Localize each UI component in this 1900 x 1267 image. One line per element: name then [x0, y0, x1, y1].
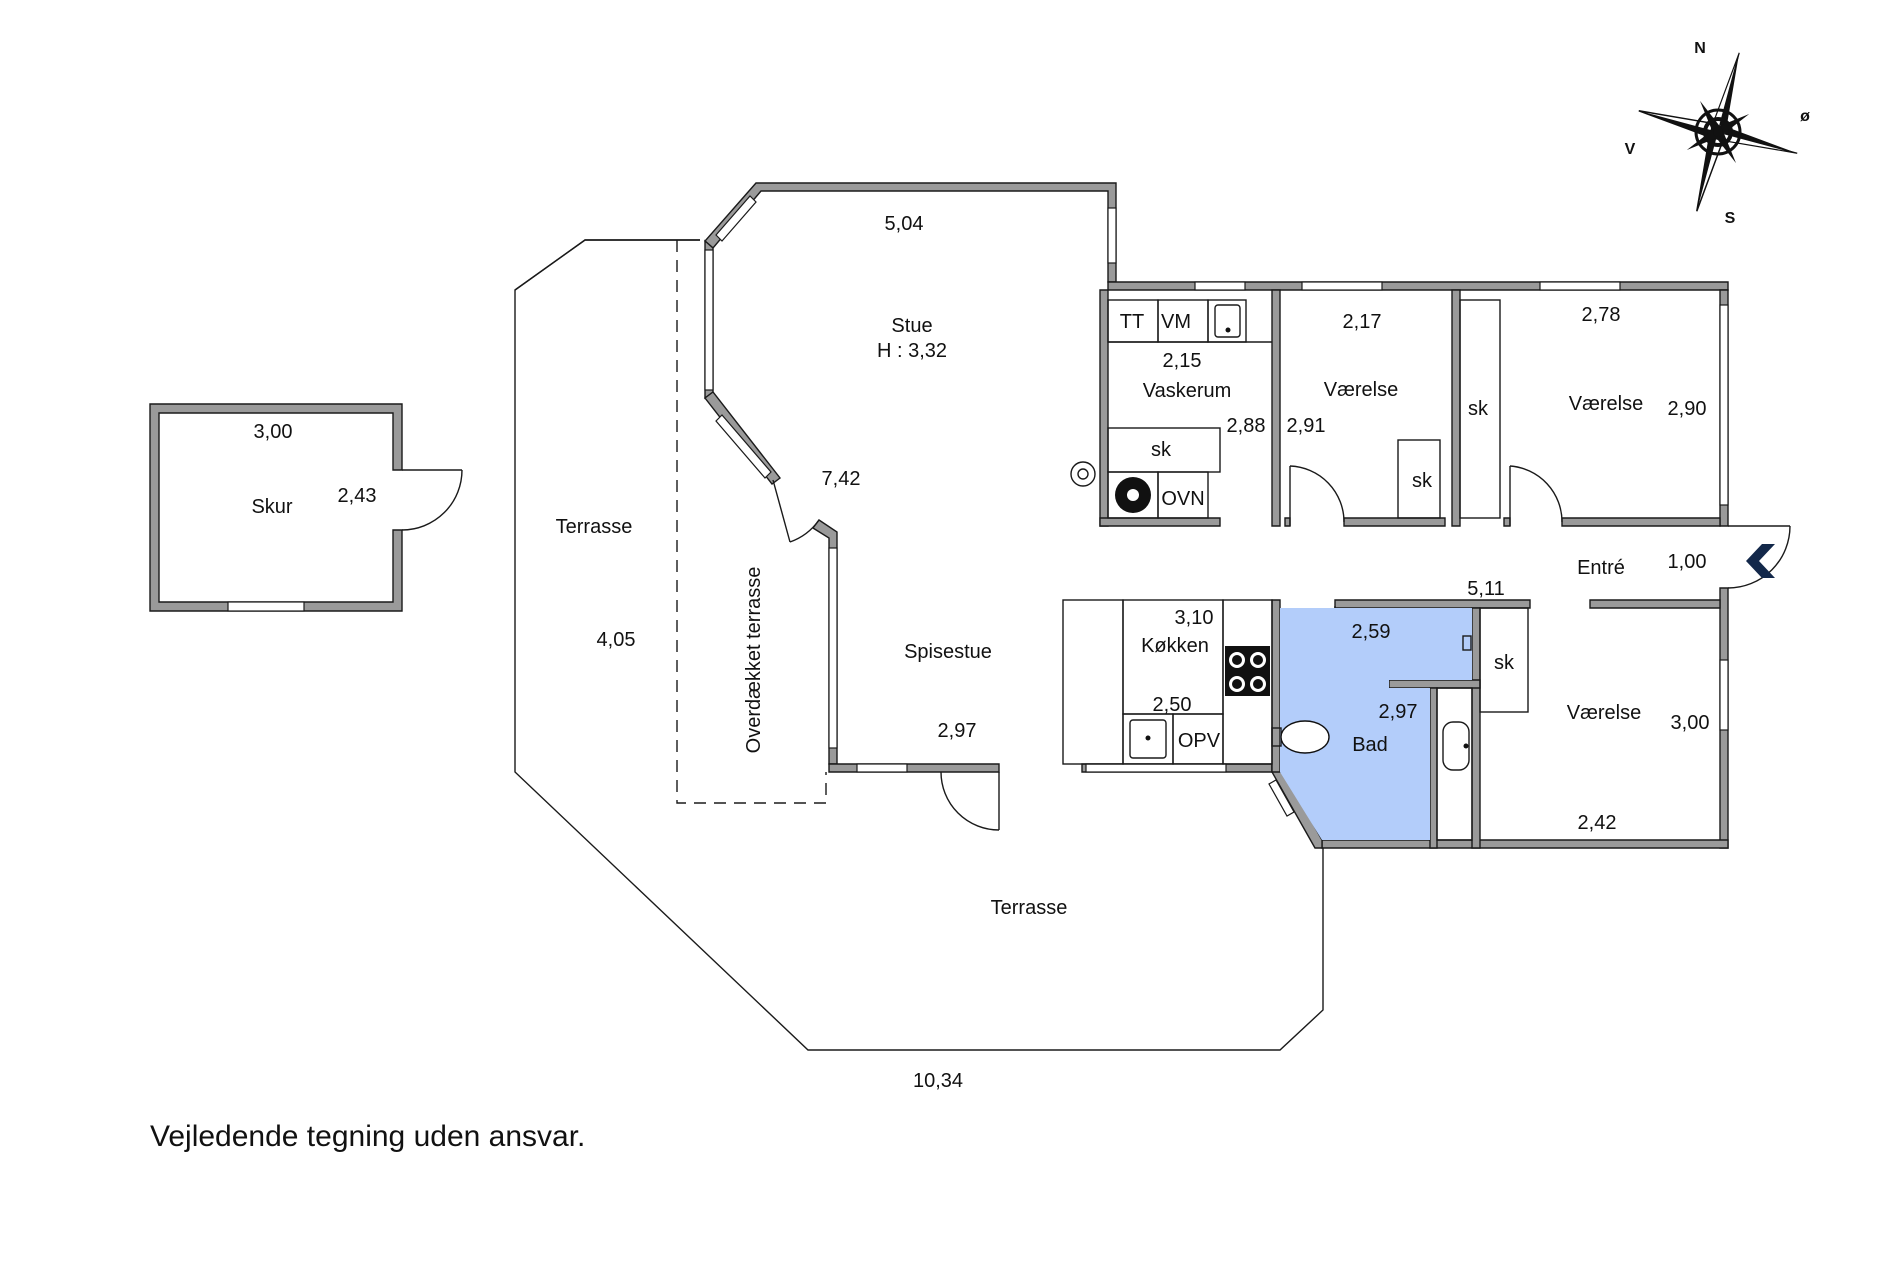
spisestue-width: 2,97	[938, 720, 977, 742]
vaerelse1-label: Værelse	[1324, 379, 1398, 401]
bathroom-floor	[1280, 608, 1472, 840]
ovn-label: OVN	[1161, 488, 1204, 510]
vaerelse3-depth: 3,00	[1671, 712, 1710, 734]
entry-arrow-icon	[1746, 544, 1775, 578]
vaskerum-sk: sk	[1151, 439, 1172, 461]
stue-height: H : 3,32	[877, 340, 947, 362]
spisestue-label: Spisestue	[904, 641, 992, 663]
stue-label: Stue	[891, 315, 932, 337]
laundry-fixtures	[1070, 299, 1272, 519]
opv-label: OPV	[1178, 730, 1221, 752]
compass-rose-icon	[1638, 52, 1798, 212]
covered-terrace-outline	[676, 240, 827, 804]
vaerelse3-label: Værelse	[1567, 702, 1641, 724]
vaerelse2-width: 2,78	[1582, 304, 1621, 326]
stue-width: 5,04	[885, 213, 924, 235]
entre-label: Entré	[1577, 557, 1625, 579]
vaerelse2-sk: sk	[1468, 398, 1489, 420]
tt-label: TT	[1120, 311, 1144, 333]
overdaekket-label: Overdækket terrasse	[743, 567, 765, 754]
disclaimer-text: Vejledende tegning uden ansvar.	[150, 1120, 586, 1153]
vaerelse3-width: 2,42	[1578, 812, 1617, 834]
terrasse-south-width: 10,34	[913, 1070, 963, 1092]
bad-depth: 2,97	[1379, 701, 1418, 723]
kitchen-fixtures	[1062, 599, 1273, 765]
vaerelse2-depth: 2,90	[1668, 398, 1707, 420]
vaerelse2-label: Værelse	[1569, 393, 1643, 415]
shed-depth: 2,43	[338, 485, 377, 507]
koekken-label: Køkken	[1141, 635, 1209, 657]
terrace-outline	[514, 239, 700, 291]
terrasse-west-label: Terrasse	[556, 516, 633, 538]
wardrobes	[1397, 299, 1529, 713]
koekken-depth: 2,50	[1153, 694, 1192, 716]
vaerelse3-sk: sk	[1494, 652, 1515, 674]
entre-depth: 1,00	[1668, 551, 1707, 573]
terrasse-west-depth: 4,05	[597, 629, 636, 651]
compass-w: V	[1625, 141, 1636, 158]
bad-label: Bad	[1352, 734, 1388, 756]
entre-width: 5,11	[1467, 578, 1504, 600]
shed-label: Skur	[251, 496, 292, 518]
vaerelse1-sk: sk	[1412, 470, 1433, 492]
shed	[149, 403, 463, 612]
terrasse-south-label: Terrasse	[991, 897, 1068, 919]
vaerelse1-width: 2,17	[1343, 311, 1382, 333]
compass-e: ø	[1800, 108, 1810, 125]
vaerelse1-depth: 2,91	[1287, 415, 1326, 437]
stue-length: 7,42	[822, 468, 861, 490]
koekken-width: 3,10	[1175, 607, 1214, 629]
vaskerum-label: Vaskerum	[1143, 380, 1232, 402]
windows	[704, 195, 1729, 817]
compass-n: N	[1694, 40, 1706, 57]
shed-width: 3,00	[254, 421, 293, 443]
vaskerum-width: 2,15	[1163, 350, 1202, 372]
vaskerum-depth: 2,88	[1227, 415, 1266, 437]
vm-label: VM	[1161, 311, 1191, 333]
compass-s: S	[1725, 210, 1736, 227]
bathroom-fixtures	[1271, 635, 1473, 841]
terrace-outline-path	[514, 239, 1324, 1051]
bad-width: 2,59	[1352, 621, 1391, 643]
